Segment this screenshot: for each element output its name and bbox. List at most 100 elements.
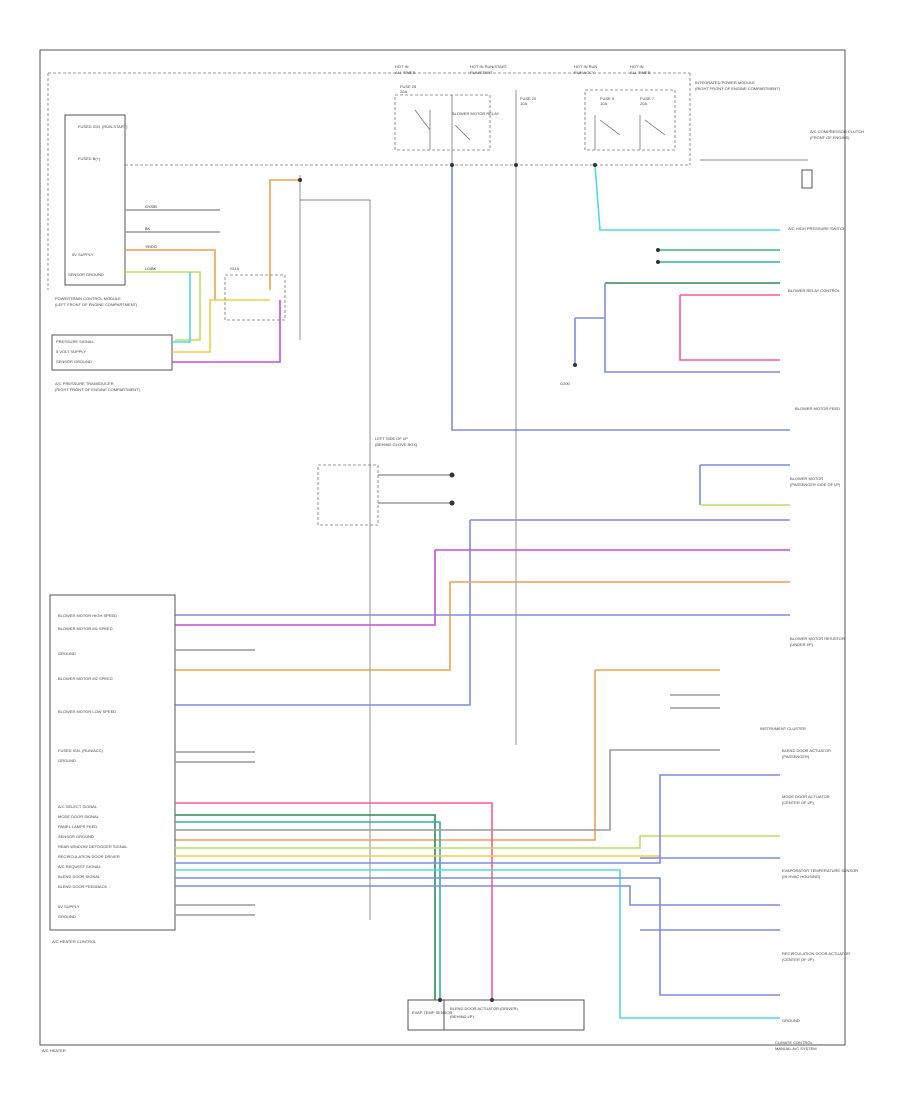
- ipm-label: INTEGRATED POWER MODULE: [695, 80, 755, 85]
- ac-heater-control-label: A/C HEATER CONTROL: [52, 939, 97, 944]
- svg-text:(CENTER OF I/P): (CENTER OF I/P): [782, 957, 814, 962]
- ahc-row-13: RECIRCULATION DOOR DRIVER: [58, 854, 120, 859]
- hot-label-3: HOT IN RUN: [574, 64, 597, 69]
- svg-text:(RIGHT FRONT OF ENGINE COMPART: (RIGHT FRONT OF ENGINE COMPARTMENT): [55, 387, 141, 392]
- ground-g200: G200: [560, 381, 571, 386]
- hot-label-4: HOT IN: [630, 64, 644, 69]
- wire-cyan-right-top: [594, 164, 780, 231]
- footer-left: A/C HEATER: [42, 1048, 66, 1053]
- fuse-block-right: [584, 89, 676, 151]
- right-label-blend: BLEND DOOR ACTUATOR: [782, 748, 831, 753]
- right-label-feed: BLOWER MOTOR FEED: [795, 406, 840, 411]
- pcm-top-label-1: FUSED IGN. (RUN-START): [78, 124, 128, 129]
- ac-clutch-label: A/C COMPRESSOR CLUTCH: [810, 129, 864, 134]
- ahc-row-1: BLOWER MOTOR HIGH SPEED: [58, 613, 117, 618]
- ahc-row-9: MODE DOOR SIGNAL: [58, 814, 100, 819]
- ahc-row-17: 5V SUPPLY: [58, 904, 80, 909]
- pressure-transducer: [224, 274, 286, 321]
- blend-driver-block: [443, 999, 585, 1031]
- svg-text:YE/DG: YE/DG: [145, 245, 157, 249]
- blend-driver-label: BLEND DOOR ACTUATOR (DRIVER): [450, 1006, 519, 1011]
- left-ip-label: LEFT SIDE OF I/P: [375, 436, 408, 441]
- ahc-row-8: A/C SELECT SIGNAL: [58, 804, 98, 809]
- svg-text:RUN ACCY: RUN ACCY: [574, 70, 595, 75]
- wire-pink-right: [679, 294, 780, 361]
- pcm-top-label-4: SENSOR GROUND: [68, 272, 104, 277]
- blower-resistor-label: BLOWER MOTOR RESISTOR: [790, 636, 845, 641]
- wire-panel-lamps: [175, 669, 720, 841]
- right-label-evap: EVAPORATOR TEMPERATURE SENSOR: [782, 868, 858, 873]
- right-label-relay-ctrl: BLOWER RELAY CONTROL: [788, 288, 841, 293]
- wire-gray-bottom-2: [175, 904, 255, 916]
- pcm-row-2: 5 VOLT SUPPLY: [56, 349, 86, 354]
- svg-text:20A: 20A: [640, 101, 647, 106]
- svg-text:20A: 20A: [400, 89, 407, 94]
- wire-pink-bottom: [175, 802, 493, 1000]
- svg-text:(FRONT OF ENGINE): (FRONT OF ENGINE): [810, 135, 850, 140]
- blower-relay-box: [394, 94, 491, 151]
- ahc-row-7: GROUND: [58, 758, 76, 763]
- pcm-title: POWERTRAIN CONTROL MODULE: [55, 296, 121, 301]
- svg-text:(PASSENGER): (PASSENGER): [782, 754, 810, 759]
- svg-text:ALL TIMES: ALL TIMES: [630, 70, 651, 75]
- svg-text:(UNDER I/P): (UNDER I/P): [790, 642, 814, 647]
- wire-blue-right-top: [604, 283, 780, 373]
- pcm-top-box: [64, 114, 126, 286]
- wire-blue-bottom-2: [175, 885, 780, 906]
- wire-ahc-ground-1: [175, 649, 255, 763]
- cluster-label: INSTRUMENT CLUSTER: [760, 726, 806, 731]
- svg-text:ALL TIMES: ALL TIMES: [395, 70, 416, 75]
- ahc-row-12: REAR WINDOW DEFOGGER SIGNAL: [58, 844, 128, 849]
- ahc-row-2: BLOWER MOTOR M1 SPEED: [58, 626, 113, 631]
- svg-text:10A: 10A: [520, 101, 527, 106]
- wire-cluster: [670, 694, 720, 709]
- left-ip-connector: [317, 464, 379, 526]
- svg-text:10A: 10A: [600, 101, 607, 106]
- fuse-5-label: FUSE 5: [600, 96, 615, 101]
- fuse-20-label: FUSE 20: [520, 96, 537, 101]
- svg-text:(BEHIND I/P): (BEHIND I/P): [450, 1014, 474, 1019]
- ahc-row-3: GROUND: [58, 651, 76, 656]
- wire-blower-m1: [175, 519, 790, 706]
- svg-text:(RIGHT FRONT OF ENGINE COMPART: (RIGHT FRONT OF ENGINE COMPARTMENT): [695, 86, 781, 91]
- wire-sgnd-pcm: [172, 300, 281, 363]
- pcm-row-3: SENSOR GROUND: [56, 359, 92, 364]
- evap-sensor-block-label: EVAP TEMP SENSOR: [412, 1010, 452, 1015]
- wire-5v-top: [125, 249, 216, 300]
- hot-label-2: HOT IN RUN/START: [470, 64, 508, 69]
- pcm-top-label-2: FUSED B(+): [78, 156, 101, 161]
- pcm-row-1: PRESSURE SIGNAL: [56, 339, 95, 344]
- ac-clutch-coil: [801, 169, 813, 189]
- svg-text:RUN/START: RUN/START: [470, 70, 493, 75]
- right-label-recirc: RECIRCULATION DOOR ACTUATOR: [782, 951, 850, 956]
- ahc-row-4: BLOWER MOTOR M2 SPEED: [58, 676, 113, 681]
- ahc-row-18: GROUND: [58, 914, 76, 919]
- wire-gray-bottom: [175, 749, 720, 831]
- transducer-splice: S118: [230, 266, 240, 271]
- wire-blower-high: [175, 549, 790, 626]
- diagram-frame: [39, 49, 846, 1046]
- wire-violet-bottom: [175, 774, 780, 864]
- ahc-row-14: A/C REQUEST SIGNAL: [58, 864, 102, 869]
- fuse-26-label: FUSE 26: [400, 84, 417, 89]
- ahc-row-11: SENSOR GROUND: [58, 834, 94, 839]
- wire-blue-bottom: [175, 877, 780, 996]
- wire-yg-bottom: [175, 835, 780, 849]
- wire-blower-m2: [175, 581, 790, 671]
- wire-5v-pcm: [172, 299, 270, 353]
- svg-text:GY/DB: GY/DB: [145, 205, 157, 209]
- evap-sensor-block: [407, 999, 445, 1031]
- wire-pressure-top: [125, 271, 201, 341]
- wire-teal-bottom: [175, 821, 441, 1000]
- ahc-row-10: PANEL LAMPS FEED: [58, 824, 97, 829]
- wire-cyan-bottom: [175, 869, 780, 1019]
- svg-text:(BEHIND GLOVE BOX): (BEHIND GLOVE BOX): [375, 442, 418, 447]
- footer-right-1: CLIMATE CONTROL: [775, 1040, 813, 1045]
- blower-relay-label: BLOWER MOTOR RELAY: [452, 111, 500, 116]
- wire-ground-branch: [574, 317, 605, 365]
- right-label-ground: GROUND: [782, 1018, 800, 1023]
- blower-motor-label: BLOWER MOTOR: [790, 476, 823, 481]
- wire-blower-feed: [451, 165, 790, 431]
- pcm-top-label-3: 5V SUPPLY: [72, 252, 94, 257]
- hot-label-1: HOT IN: [395, 64, 409, 69]
